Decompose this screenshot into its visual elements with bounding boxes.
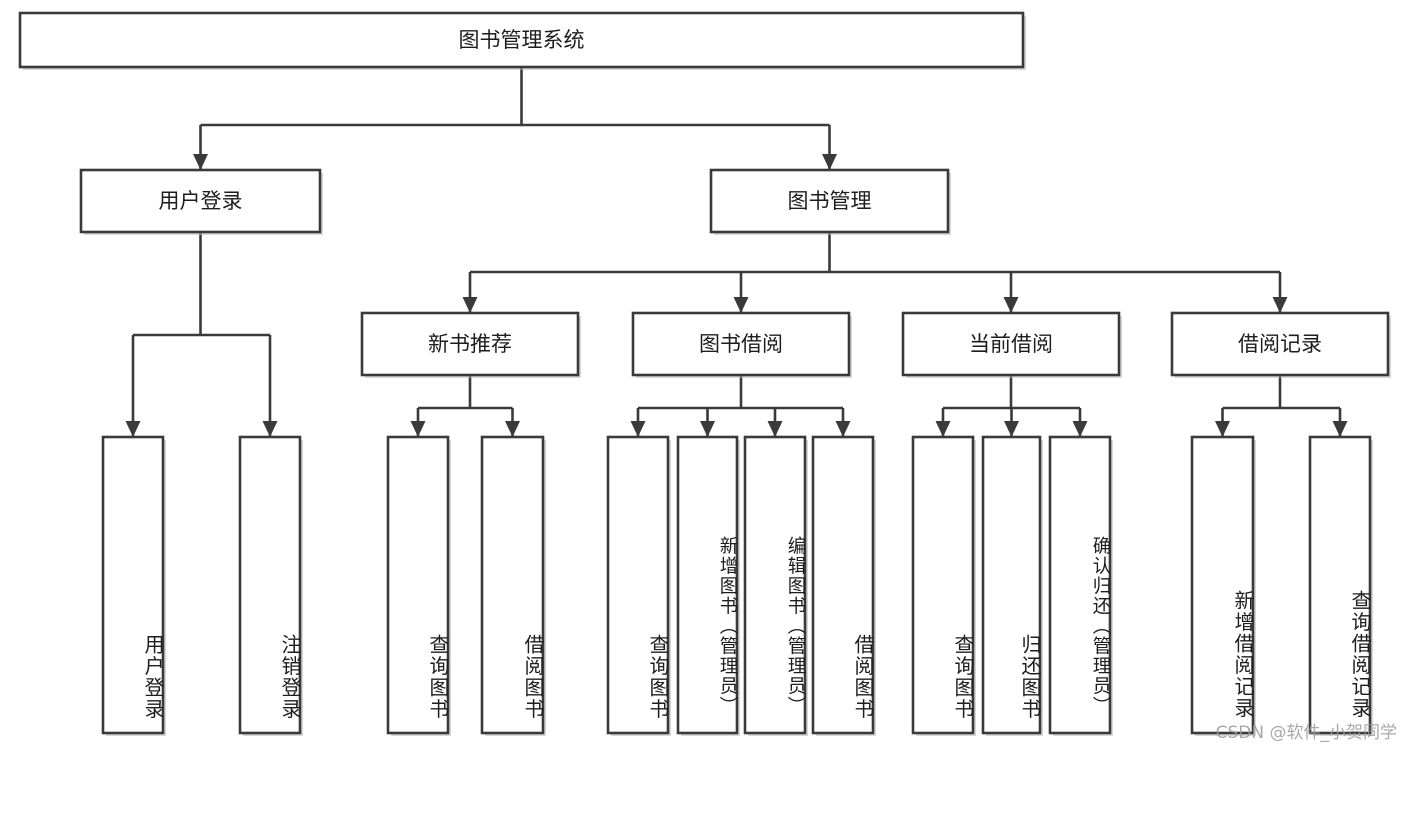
node-level2-label-current-borrow: 当前借阅 — [969, 332, 1053, 356]
node-level2-book-borrow[interactable] — [631, 311, 851, 377]
leaf-cb-return-book[interactable] — [981, 435, 1042, 735]
node-root-label: 图书管理系统 — [459, 28, 585, 52]
node-level1-user-login[interactable] — [79, 168, 322, 234]
book-management-arrow-2 — [1003, 297, 1019, 313]
leaf-leaf-user-logout[interactable] — [238, 435, 302, 735]
current-borrow-arrow-1 — [1004, 421, 1019, 437]
leaf-cb-confirm-return[interactable] — [1048, 435, 1112, 735]
borrow-record-arrow-1 — [1332, 421, 1348, 437]
diagram-root: 图书管理系统用户登录图书管理新书推荐图书借阅当前借阅借阅记录 用户登录注销登录查… — [18, 11, 1397, 743]
leaf-nb-borrow-book[interactable] — [480, 435, 545, 735]
new-book-recommend-arrow-0 — [410, 421, 426, 437]
node-level1-label-book-management: 图书管理 — [788, 189, 872, 213]
user-login-arrow-1 — [262, 421, 278, 437]
book-management-arrow-3 — [1272, 297, 1288, 313]
node-level2-label-borrow-record: 借阅记录 — [1238, 332, 1322, 356]
current-borrow-arrow-0 — [935, 421, 951, 437]
current-borrow-arrow-2 — [1072, 421, 1088, 437]
leaf-bb-edit-book[interactable] — [743, 435, 807, 735]
leaf-bb-borrow-book[interactable] — [811, 435, 875, 735]
connector-layer — [125, 67, 1348, 437]
leaf-br-query-record[interactable] — [1308, 435, 1372, 735]
leaf-nb-query-book[interactable] — [386, 435, 450, 735]
leaf-bb-add-book[interactable] — [676, 435, 739, 735]
root-arrow-1 — [822, 154, 837, 170]
book-management-arrow-0 — [462, 297, 478, 313]
node-level2-label-new-book-recommend: 新书推荐 — [428, 332, 512, 356]
leaf-bb-query-book[interactable] — [606, 435, 670, 735]
leaf-cb-query-book[interactable] — [911, 435, 975, 735]
borrow-record-arrow-0 — [1215, 421, 1230, 437]
node-level2-borrow-record[interactable] — [1170, 311, 1390, 377]
watermark-text: CSDN @软件_小贺同学 — [1215, 723, 1397, 743]
leaf-leaf-user-login[interactable] — [101, 435, 165, 735]
new-book-recommend-arrow-1 — [505, 421, 520, 437]
book-borrow-arrow-1 — [700, 421, 715, 437]
node-level2-label-book-borrow: 图书借阅 — [699, 332, 783, 356]
node-level1-book-management[interactable] — [709, 168, 950, 234]
node-root[interactable] — [18, 11, 1025, 69]
node-level2-current-borrow[interactable] — [901, 311, 1121, 377]
book-management-arrow-1 — [733, 297, 749, 313]
user-login-arrow-0 — [125, 421, 141, 437]
leaf-br-add-record[interactable] — [1190, 435, 1255, 735]
node-level1-label-user-login: 用户登录 — [159, 189, 243, 213]
root-arrow-0 — [193, 154, 208, 170]
node-box-layer — [18, 11, 1391, 736]
node-level2-new-book-recommend[interactable] — [360, 311, 580, 377]
book-borrow-arrow-3 — [835, 421, 851, 437]
book-borrow-arrow-0 — [630, 421, 646, 437]
book-borrow-arrow-2 — [767, 421, 783, 437]
